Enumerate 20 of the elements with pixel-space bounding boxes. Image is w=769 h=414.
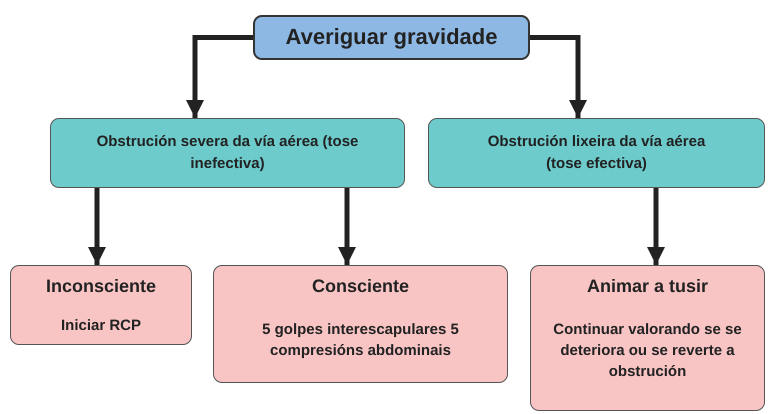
arrow [88, 188, 106, 265]
box-text: Continuar valorando se se deteriora ou se reverte a obstrución [552, 320, 743, 382]
arrow [338, 188, 356, 265]
process-box [428, 118, 765, 188]
process-box [50, 118, 405, 188]
arrow [530, 35, 587, 118]
arrow [647, 188, 665, 265]
box-text: Iniciar RCP [60, 316, 142, 336]
process-box [530, 265, 765, 411]
box-heading: Inconsciente [44, 275, 158, 298]
process-box [213, 265, 508, 383]
box-heading: Consciente [310, 275, 410, 298]
box-text: Obstrución severa da vía aérea (tose inefectiva) [96, 132, 360, 174]
box-heading: Animar a tusir [586, 275, 710, 298]
process-box [253, 15, 530, 60]
box-text: Averiguar gravidade [284, 23, 498, 52]
box-text: Obstrución lixeira da vía aérea (tose efectiva) [486, 132, 706, 174]
box-text: 5 golpes interescapulares 5 compresións abdominais [261, 320, 460, 362]
arrow [186, 35, 253, 118]
process-box [10, 265, 192, 345]
